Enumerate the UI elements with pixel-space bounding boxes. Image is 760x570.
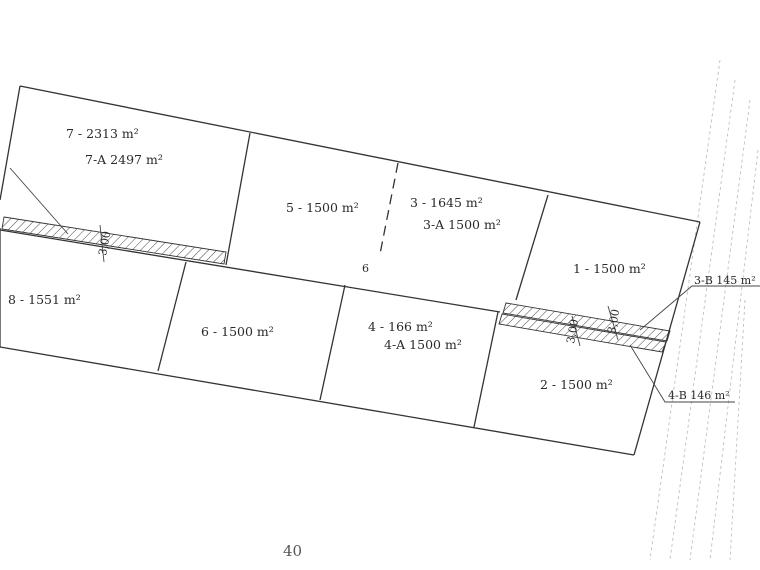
lot-dividers: [0, 132, 549, 428]
lot-2-label: 2 - 1500 m²: [540, 377, 613, 392]
lot-8-label: 8 - 1551 m²: [8, 292, 81, 307]
lot-4-label: 4 - 166 m²: [368, 319, 433, 334]
lot-5-label: 5 - 1500 m²: [286, 200, 359, 215]
center-mark: 6: [362, 262, 369, 275]
lot-6-label: 6 - 1500 m²: [201, 324, 274, 339]
right-access-strips: [498, 302, 671, 353]
lot-7-label: 7 - 2313 m²: [66, 126, 139, 141]
lot-4a-label: 4-A 1500 m²: [384, 337, 462, 352]
parcel-boundary: [0, 85, 701, 456]
lot-3a-label: 3-A 1500 m²: [423, 217, 501, 232]
page-number: 40: [283, 542, 302, 560]
left-access-strip: [1, 216, 227, 265]
road-margin: [649, 59, 759, 561]
right-strip-width-b: 3,00: [605, 308, 622, 334]
lot-1-label: 1 - 1500 m²: [573, 261, 646, 276]
left-strip-width: 3,00: [96, 230, 113, 256]
right-strip-width-a: 3,00: [564, 318, 581, 344]
lot-7a-label: 7-A 2497 m²: [85, 152, 163, 167]
lot-4b-label: 4-B 146 m²: [668, 389, 730, 402]
lot-3b-label: 3-B 145 m²: [694, 274, 756, 287]
leader-lines: [9, 167, 760, 403]
lot-3-label: 3 - 1645 m²: [410, 195, 483, 210]
